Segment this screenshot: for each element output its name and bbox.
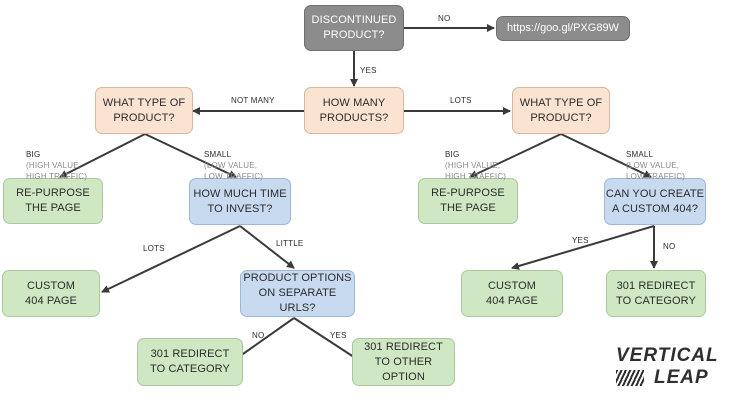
edge-label-no-right-text: NO <box>663 242 676 251</box>
edge-label-small-right: SMALL (LOW VALUE, LOW TRAFFIC) <box>626 138 685 182</box>
what-type-right-text: WHAT TYPE OF PRODUCT? <box>519 96 603 124</box>
repurpose-left-node: RE-PURPOSE THE PAGE <box>3 178 103 224</box>
edge-label-yes-right: YES <box>572 235 589 246</box>
edge-label-big-right: BIG (HIGH VALUE, HIGH TRAFFIC) <box>445 138 506 182</box>
edge-label-no-right: NO <box>663 241 675 252</box>
arrow-type-left-to-repurpose <box>59 133 146 178</box>
edge-label-lots-mid: LOTS <box>143 243 165 254</box>
logo-line-1: VERTICAL <box>616 345 719 366</box>
edge-label-big-right-text: BIG <box>445 150 460 159</box>
arrow-options-to-redirect-category <box>232 317 295 362</box>
arrow-type-left-to-time <box>144 133 237 178</box>
how-many-products-node: HOW MANY PRODUCTS? <box>304 87 404 134</box>
edge-label-lots-mid-text: LOTS <box>143 244 165 253</box>
edge-label-small-left-text: SMALL <box>204 150 232 159</box>
what-type-left-node: WHAT TYPE OF PRODUCT? <box>95 87 193 134</box>
redirect-category-right-text: 301 REDIRECT TO CATEGORY <box>616 279 696 307</box>
url-text: https://goo.gl/PXG89W <box>507 22 619 34</box>
edge-label-yes-right-text: YES <box>572 236 589 245</box>
edge-label-small-left-sub: (LOW VALUE, LOW TRAFFIC) <box>204 161 264 181</box>
edge-label-yes-top-text: YES <box>360 66 377 75</box>
edge-label-yes-top: YES <box>360 65 377 76</box>
logo-stripes-icon <box>616 370 644 386</box>
repurpose-left-text: RE-PURPOSE THE PAGE <box>16 187 90 214</box>
edge-label-no-top-text: NO <box>438 14 451 23</box>
discontinued-product-node: DISCONTINUED PRODUCT? <box>304 5 404 51</box>
what-type-right-node: WHAT TYPE OF PRODUCT? <box>512 87 610 134</box>
custom404-right-node: CUSTOM 404 PAGE <box>461 270 563 317</box>
discontinued-product-text: DISCONTINUED PRODUCT? <box>311 14 397 41</box>
edge-label-small-right-sub: (LOW VALUE, LOW TRAFFIC) <box>626 161 686 181</box>
edge-label-big-left: BIG (HIGH VALUE, HIGH TRAFFIC) <box>26 138 87 182</box>
redirect-other-node: 301 REDIRECT TO OTHER OPTION <box>352 338 455 386</box>
edge-label-big-right-sub: (HIGH VALUE, HIGH TRAFFIC) <box>445 161 507 181</box>
custom404-left-text: CUSTOM 404 PAGE <box>25 279 77 307</box>
time-invest-text: HOW MUCH TIME TO INVEST? <box>193 187 287 215</box>
arrow-options-to-redirect-other <box>293 317 361 362</box>
url-node[interactable]: https://goo.gl/PXG89W <box>496 16 630 41</box>
arrow-time-to-product-options <box>239 225 295 269</box>
custom404-left-node: CUSTOM 404 PAGE <box>2 270 100 317</box>
edge-label-yes-bottom: YES <box>330 330 347 341</box>
edge-label-no-bottom-text: NO <box>252 331 265 340</box>
arrow-type-right-to-repurpose <box>469 133 562 178</box>
edge-label-no-bottom: NO <box>252 330 264 341</box>
repurpose-right-text: RE-PURPOSE THE PAGE <box>431 187 505 214</box>
arrow-type-right-to-custom404-q <box>560 133 652 178</box>
logo-line-2: LEAP <box>654 367 709 388</box>
edge-label-big-left-text: BIG <box>26 150 41 159</box>
time-invest-node: HOW MUCH TIME TO INVEST? <box>189 178 291 225</box>
edge-label-small-left: SMALL (LOW VALUE, LOW TRAFFIC) <box>204 138 263 182</box>
edge-label-lots-top-text: LOTS <box>450 96 472 105</box>
custom404-question-text: CAN YOU CREATE A CUSTOM 404? <box>605 187 705 215</box>
edge-label-big-left-sub: (HIGH VALUE, HIGH TRAFFIC) <box>26 161 88 181</box>
product-options-text: PRODUCT OPTIONS ON SEPARATE URLS? <box>243 272 352 314</box>
edge-label-small-right-text: SMALL <box>626 150 654 159</box>
product-options-node: PRODUCT OPTIONS ON SEPARATE URLS? <box>240 270 355 317</box>
repurpose-right-node: RE-PURPOSE THE PAGE <box>418 178 518 224</box>
redirect-category-right-node: 301 REDIRECT TO CATEGORY <box>606 270 706 317</box>
arrow-time-to-custom404 <box>101 225 241 293</box>
vertical-leap-logo: VERTICAL LEAP <box>612 342 722 400</box>
edge-label-not-many-text: NOT MANY <box>231 96 275 105</box>
how-many-products-text: HOW MANY PRODUCTS? <box>319 96 389 124</box>
edge-label-little: LITTLE <box>276 238 303 249</box>
edge-label-little-text: LITTLE <box>276 239 304 248</box>
edge-label-lots-top: LOTS <box>450 95 472 106</box>
custom404-right-text: CUSTOM 404 PAGE <box>486 279 538 307</box>
edge-label-yes-bottom-text: YES <box>330 331 347 340</box>
redirect-category-bottom-text: 301 REDIRECT TO CATEGORY <box>150 348 230 375</box>
edge-label-not-many: NOT MANY <box>231 95 275 106</box>
arrow-custom404-q-to-custom404 <box>511 225 655 270</box>
redirect-other-text: 301 REDIRECT TO OTHER OPTION <box>364 340 443 383</box>
edge-label-no-top: NO <box>438 13 450 24</box>
redirect-category-bottom-node: 301 REDIRECT TO CATEGORY <box>137 338 243 386</box>
what-type-left-text: WHAT TYPE OF PRODUCT? <box>102 96 186 124</box>
custom404-question-node: CAN YOU CREATE A CUSTOM 404? <box>604 178 706 225</box>
